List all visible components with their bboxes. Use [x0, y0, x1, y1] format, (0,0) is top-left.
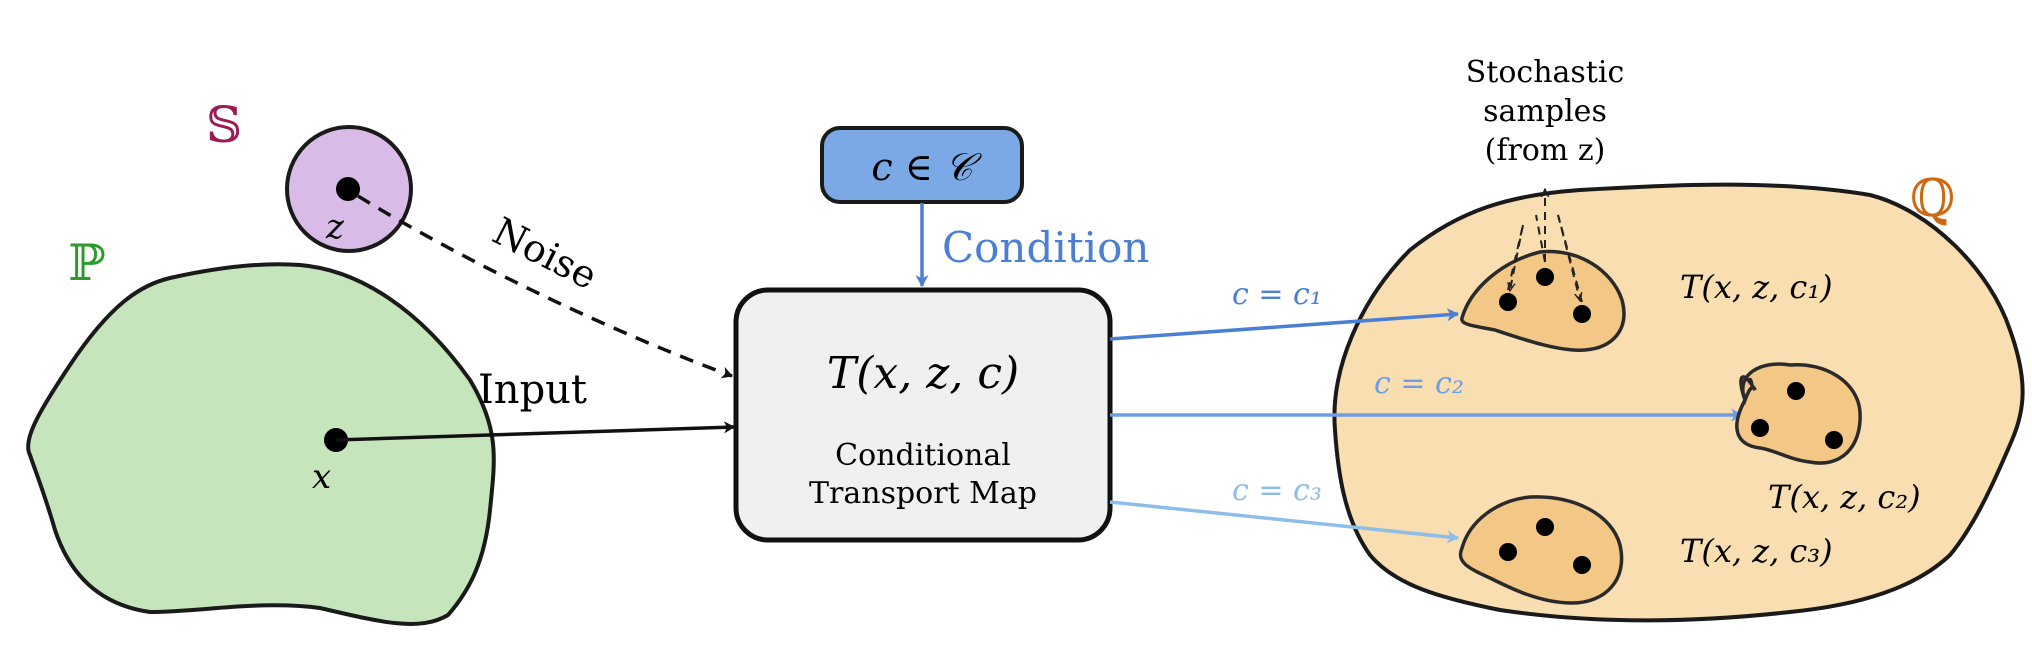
input-arrow	[335, 421, 735, 442]
sample-point	[1787, 382, 1805, 400]
noise-point-label: z	[325, 207, 345, 247]
sample-point	[1536, 268, 1554, 286]
noise-arrow	[357, 194, 733, 379]
source-distribution-region	[26, 262, 496, 626]
samples-label-line1: Stochastic	[1466, 55, 1625, 90]
samples-label-line2: samples	[1483, 94, 1607, 129]
condition-box-label: c ∈ 𝒞	[871, 145, 982, 189]
source-set-label: ℙ	[68, 234, 106, 292]
condition-1-label: c = c₁	[1232, 277, 1322, 312]
condition-3-label: c = c₃	[1232, 473, 1322, 508]
transport-map-caption-line2: Transport Map	[809, 476, 1037, 511]
condition-box	[820, 126, 1024, 204]
condition-2-label: c = c₂	[1374, 366, 1464, 401]
condition-label: Condition	[942, 223, 1149, 272]
sample-point	[1825, 431, 1843, 449]
samples-label-line3: (from z)	[1485, 133, 1606, 168]
condition-1-arrow	[1109, 308, 1460, 341]
target-distribution-region	[1332, 182, 2025, 623]
target-set-label: ℚ	[1910, 169, 1955, 229]
noise-label: Noise	[486, 209, 604, 298]
input-label: Input	[478, 367, 587, 413]
output-region-2	[1735, 362, 1862, 465]
sample-point	[1573, 305, 1591, 323]
transport-map-formula: T(x, z, c)	[827, 348, 1019, 399]
noise-set-label: 𝕊	[206, 96, 242, 154]
output-1-label: T(x, z, c₁)	[1680, 268, 1833, 306]
sample-point	[1499, 293, 1517, 311]
sample-point	[1536, 518, 1554, 536]
noise-point-z	[336, 177, 360, 201]
sample-point	[1573, 556, 1591, 574]
output-region-3	[1458, 495, 1624, 605]
stochastic-samples-arrows	[1507, 190, 1583, 302]
sample-point	[1499, 543, 1517, 561]
output-3-label: T(x, z, c₃)	[1680, 532, 1833, 570]
input-point-label: x	[312, 457, 331, 497]
output-2-label: T(x, z, c₂)	[1768, 478, 1921, 516]
condition-3-arrow	[1109, 500, 1460, 544]
transport-map-caption-line1: Conditional	[835, 438, 1011, 473]
output-region-1	[1460, 249, 1626, 352]
sample-point	[1751, 419, 1769, 437]
